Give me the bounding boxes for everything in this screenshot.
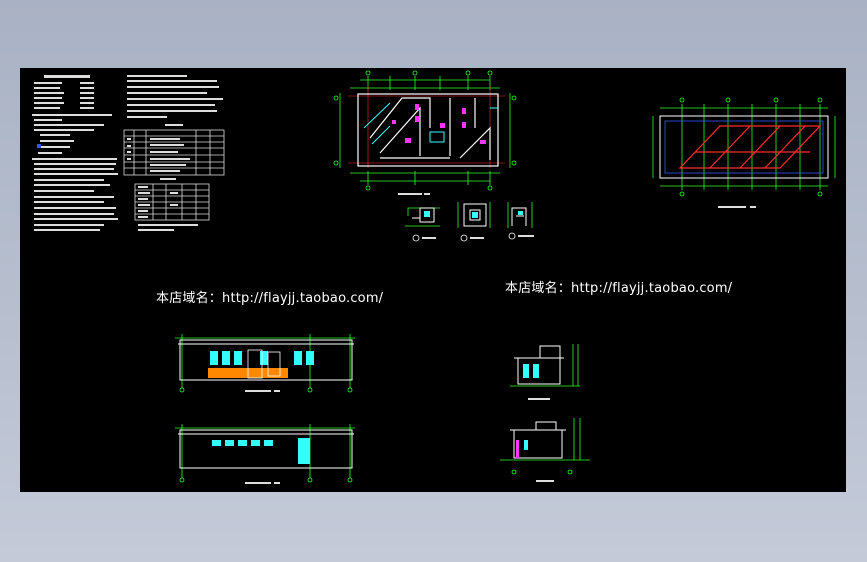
- rear-elevation: [175, 424, 355, 484]
- door-window-schedule-table: [123, 129, 225, 176]
- materials-table: [134, 183, 210, 221]
- ground-floor-plan: [333, 70, 517, 195]
- cad-drawing-canvas: [32, 70, 836, 484]
- roof-plan: [652, 97, 836, 208]
- cad-drawing-area[interactable]: 本店域名：http://flayjj.taobao.com/ 本店域名：http…: [20, 68, 846, 492]
- front-elevation: [175, 334, 355, 393]
- detail-2: [457, 202, 491, 242]
- building-section: [500, 418, 590, 482]
- shop-watermark-left: 本店域名：http://flayjj.taobao.com/: [156, 291, 384, 306]
- detail-1: [405, 207, 440, 242]
- detail-3: [507, 202, 534, 240]
- design-notes-block: [32, 75, 223, 231]
- blue-note-marker: [37, 144, 41, 148]
- side-elevation: [510, 344, 580, 400]
- shop-watermark-right: 本店域名：http://flayjj.taobao.com/: [505, 281, 733, 296]
